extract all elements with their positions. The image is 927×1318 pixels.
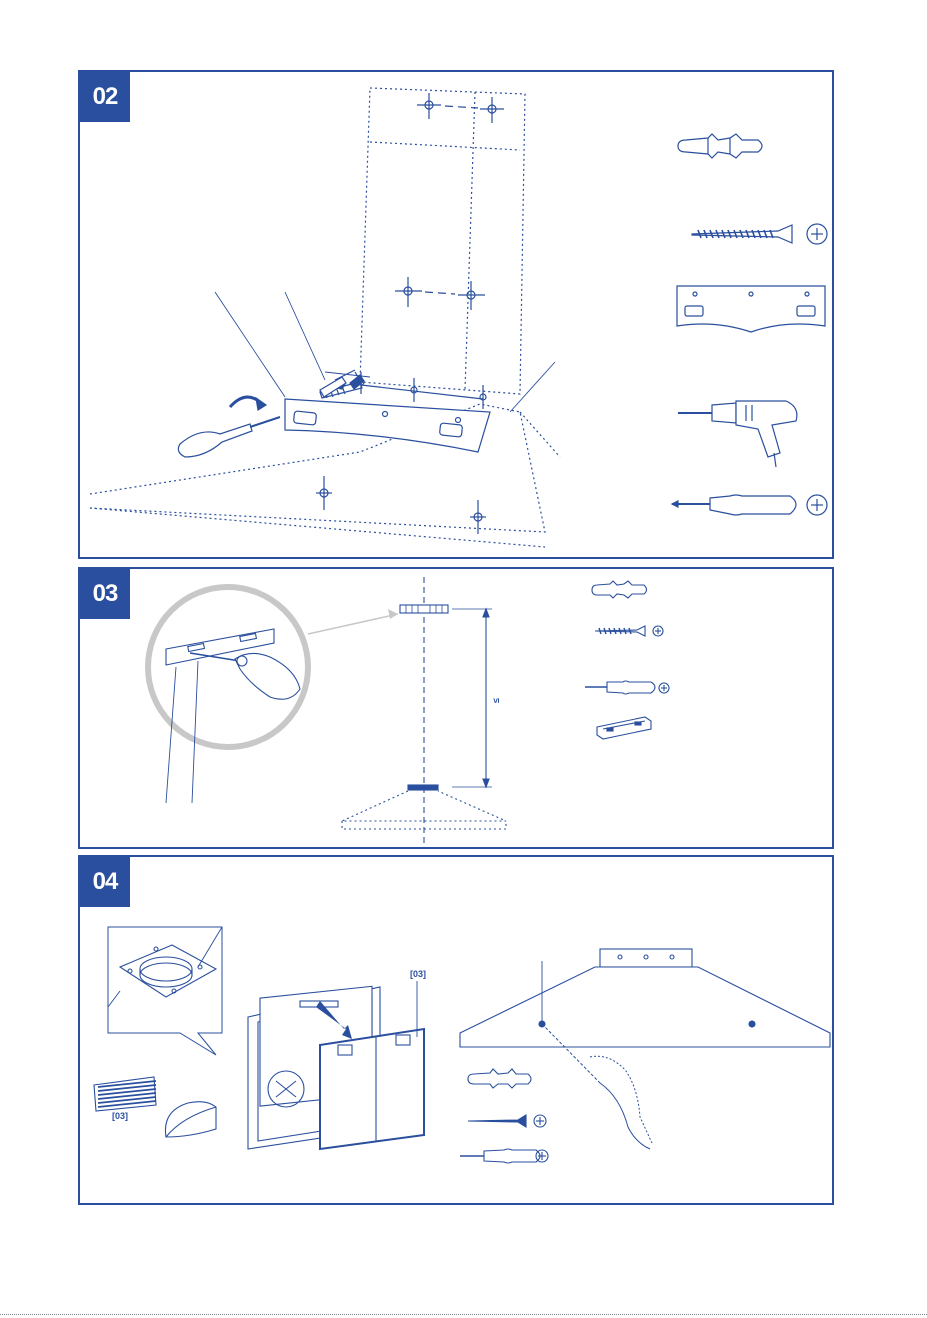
drill-icon [678,401,797,467]
step-04-panel: 04 [03] [78,855,834,1205]
mounted-hood [460,949,830,1047]
cover-piece [165,1102,216,1137]
step-03-illustration: ≤ [80,569,836,851]
grease-filter [320,1029,424,1149]
screw-icon [692,224,827,244]
screwdriver-icon [585,681,669,694]
screw-icon [595,626,663,636]
wall-bracket [285,399,490,452]
wall-outline [90,88,560,547]
charcoal-filter [94,1077,156,1111]
step-02-panel: 02 [78,70,834,559]
drill-marks [316,93,504,534]
wall-plug-icon [592,581,647,598]
bracket-detail [166,629,300,699]
dimension-symbol: ≤ [491,698,501,703]
filter-ref-bottom: [03] [112,1111,128,1121]
wall-plug-icon [468,1069,531,1088]
mounting-bracket-icon [677,286,825,332]
wall-plug-icon [678,134,762,158]
filter-ref-top: [03] [410,969,426,979]
step-03-panel: 03 ≤ [78,567,834,849]
page-bottom-rule [0,1314,927,1315]
bracket-icon [597,717,651,739]
screwdriver-icon [672,495,827,515]
hand-screwdriver [178,397,280,457]
top-bracket [400,605,448,613]
step-04-illustration: [03] [03] [80,857,836,1207]
screw-icon [468,1115,546,1127]
screwdriver-icon [460,1149,548,1163]
step-02-illustration [80,72,836,561]
